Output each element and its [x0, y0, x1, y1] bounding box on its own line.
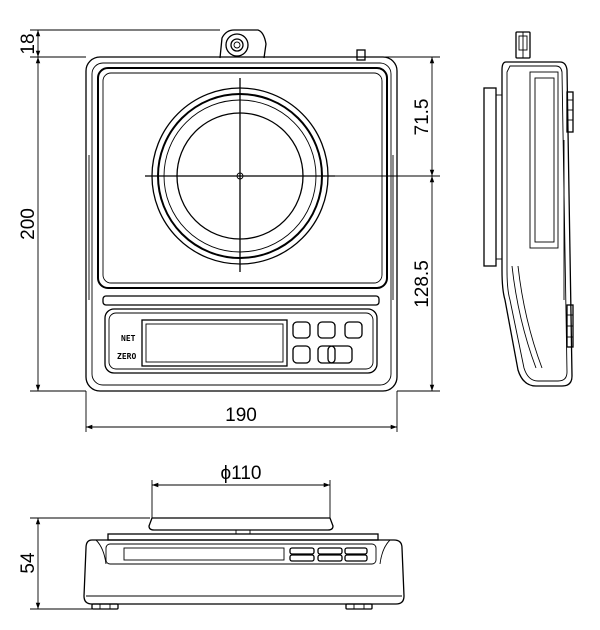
side-view [483, 31, 574, 387]
key-4[interactable] [292, 345, 311, 364]
control-panel [104, 308, 378, 374]
side-tab [356, 49, 366, 61]
hook-ring [219, 29, 267, 59]
net-label: NET [121, 334, 136, 343]
zero-label: ZERO [117, 352, 136, 361]
front-pan [148, 517, 334, 531]
dim-pan-diameter: ϕ110 [221, 463, 262, 484]
front-view: ϕ110 54 [18, 463, 405, 610]
keypad [292, 321, 363, 364]
dim-side-height: 54 [18, 552, 39, 574]
key-3[interactable] [344, 321, 363, 339]
key-1[interactable] [292, 321, 311, 339]
front-body [83, 539, 405, 605]
body-outline [85, 56, 398, 392]
dim-width: 190 [225, 405, 257, 426]
weighing-pan [145, 78, 335, 272]
lcd-display [141, 319, 288, 367]
divider-strip [102, 295, 380, 306]
key-6[interactable] [327, 345, 353, 364]
dim-upper-height: 71.5 [412, 99, 433, 136]
body-inner-outline [91, 62, 392, 386]
pan-recess [97, 67, 388, 289]
dim-top-offset: 18 [18, 33, 39, 54]
dim-total-height: 200 [18, 208, 39, 240]
dim-lower-height: 128.5 [412, 260, 433, 308]
key-2[interactable] [317, 321, 336, 339]
top-view: NET ZERO 18 200 71.5 128.5 [18, 29, 440, 432]
key-5[interactable] [317, 345, 336, 364]
